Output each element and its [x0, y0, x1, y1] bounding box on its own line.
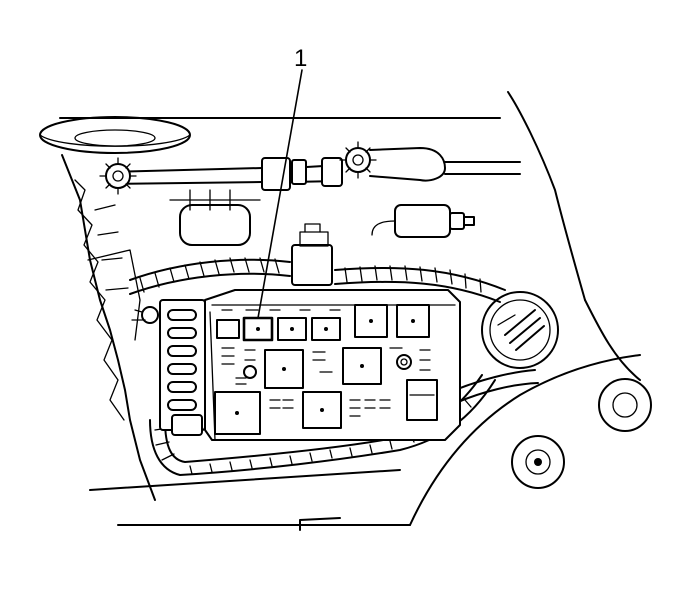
terminal-strip	[131, 299, 206, 436]
callout-1: 1	[257, 45, 307, 319]
mount-boss-lower-right	[511, 435, 565, 489]
solenoid-right	[371, 204, 475, 238]
left-fender	[61, 154, 156, 501]
canister-left	[169, 189, 261, 246]
hose-clamp-right	[339, 141, 377, 179]
callout-label: 1	[294, 45, 307, 72]
body-panel-outline	[59, 91, 641, 531]
strut-tower	[39, 116, 191, 154]
mount-boss-right-edge	[598, 378, 652, 432]
wiring-harness-upper	[129, 257, 506, 303]
relay-array	[214, 347, 438, 435]
hose-assembly	[109, 147, 521, 191]
fuse-slots-small	[221, 347, 431, 417]
callout-leader-line	[257, 69, 303, 319]
reservoir-cap	[481, 291, 559, 369]
hose-clamp-left	[99, 157, 137, 195]
